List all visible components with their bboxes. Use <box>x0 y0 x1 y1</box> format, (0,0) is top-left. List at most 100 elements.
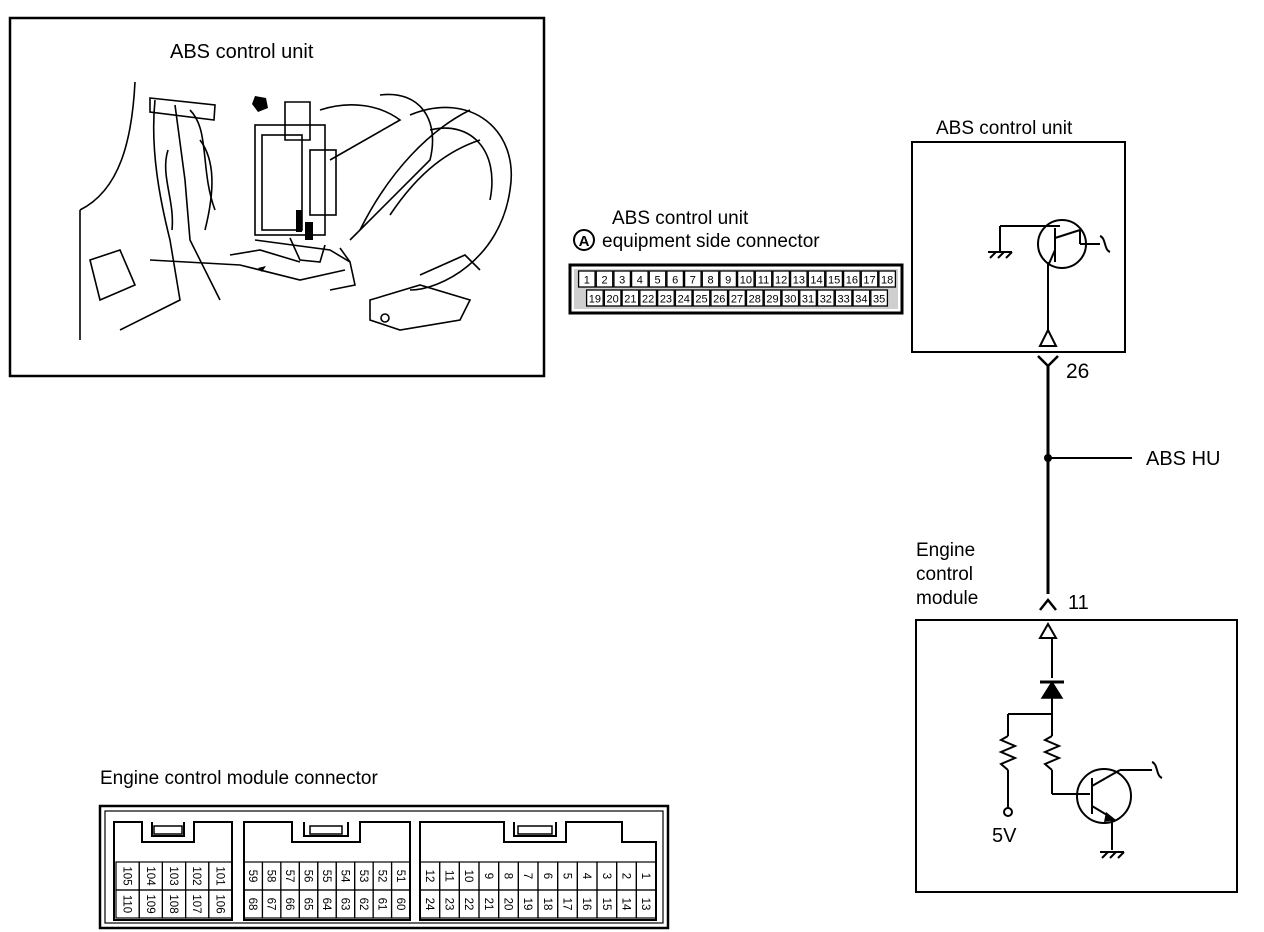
ecm-pin-number: 6 <box>541 873 553 879</box>
ecm-internal-wiring <box>1007 638 1090 808</box>
ecm-pin-number: 21 <box>482 898 494 911</box>
abs-pin-number: 9 <box>725 275 731 287</box>
ecm-pin-number: 18 <box>541 898 553 911</box>
abs-pin-cell <box>745 289 764 307</box>
abs-pin-number: 11 <box>758 275 769 287</box>
abs-pin-cell <box>595 270 614 288</box>
ecm-pin-number: 66 <box>283 898 295 911</box>
abs-pin-number: 8 <box>707 275 713 287</box>
abs-pin-number: 3 <box>619 275 625 287</box>
abs-signal-schematic: ABS control unit 26 ABS HU <box>911 118 1238 893</box>
ecm-pin-number: 14 <box>620 898 632 911</box>
ecm-connector: Engine control module connector 10511010… <box>98 768 670 930</box>
abs-pin-cell <box>613 270 632 288</box>
abs-unit-box <box>911 141 1126 353</box>
abs-pin-number: 24 <box>678 294 690 306</box>
abs-pin-number: 32 <box>820 294 832 306</box>
ecm-pin-number: 19 <box>521 898 533 911</box>
ecm-pin-number: 4 <box>580 873 592 880</box>
abs-pin-number: 4 <box>637 275 643 287</box>
abs-pin-cell <box>754 270 773 288</box>
abs-pin-cell <box>719 270 738 288</box>
ecm-pin-number: 22 <box>462 898 474 911</box>
abs-pin-label: 26 <box>1066 360 1089 383</box>
ecm-pin-number: 63 <box>338 898 350 911</box>
supply-terminal-icon <box>1003 807 1013 817</box>
ecm-pin-number: 54 <box>338 870 350 883</box>
abs-pin-number: 19 <box>589 294 601 306</box>
abs-pin-cell <box>701 270 720 288</box>
abs-pin-cell <box>852 289 871 307</box>
ecm-pin-number: 1 <box>639 873 651 879</box>
abs-pin-cell <box>781 289 800 307</box>
ecm-pin-number: 2 <box>620 873 632 879</box>
illustration-title: ABS control unit <box>170 41 314 63</box>
ecm-pin-number: 7 <box>521 873 533 879</box>
abs-pin-cell <box>577 270 596 288</box>
ecm-pin-number: 110 <box>121 895 133 913</box>
abs-pin-number: 34 <box>855 294 867 306</box>
abs-unit-label: ABS control unit <box>936 118 1073 139</box>
ecm-pin-number: 55 <box>320 870 332 883</box>
ecm-pin-number: 51 <box>394 870 406 883</box>
abs-pin-number: 15 <box>828 275 840 287</box>
ecm-pin-number: 53 <box>357 870 369 883</box>
abs-pin-number: 10 <box>740 275 752 287</box>
ecm-pin-cell <box>390 889 411 919</box>
abs-pin-number: 33 <box>837 294 849 306</box>
ecm-pin-number: 12 <box>423 870 435 883</box>
ecm-label-line3: module <box>916 588 978 609</box>
abs-pin-cell <box>674 289 693 307</box>
ecm-label-line1: Engine <box>916 540 975 561</box>
ecm-pin-number: 64 <box>320 898 332 911</box>
ecm-pin-number: 109 <box>144 894 156 913</box>
abs-pin-cell <box>621 289 640 307</box>
abs-pin-number: 22 <box>642 294 654 306</box>
ecm-ground-icon <box>1100 851 1125 859</box>
diode-icon <box>1040 680 1064 699</box>
abs-pin-cell <box>648 270 667 288</box>
abs-pin-number: 16 <box>846 275 858 287</box>
illustration-linework <box>79 81 513 340</box>
abs-pin-cell <box>585 289 604 307</box>
ecm-pin-number: 13 <box>639 898 651 911</box>
abs-pin-cell <box>860 270 879 288</box>
resistor-right-icon <box>1042 735 1062 771</box>
ecm-connector-inner-frame <box>104 810 664 924</box>
abs-pin-number: 6 <box>672 275 678 287</box>
ecm-pin-number: 20 <box>502 898 514 911</box>
pin-26-connector-icon <box>1037 355 1059 368</box>
ecm-pin-number: 59 <box>246 870 258 883</box>
ecm-pin-number: 58 <box>265 870 277 883</box>
abs-connector-title-line1: ABS control unit <box>612 208 749 229</box>
ecm-pin-cell <box>635 889 657 919</box>
abs-pin-number: 12 <box>775 275 787 287</box>
abs-pin-cell <box>825 270 844 288</box>
abs-pin-number: 14 <box>810 275 822 287</box>
branch-label: ABS HU <box>1146 448 1220 470</box>
abs-pin-cell <box>834 289 853 307</box>
abs-pin-number: 21 <box>624 294 636 306</box>
ecm-pin-number: 8 <box>502 873 514 879</box>
ecm-pin-number: 5 <box>561 873 573 879</box>
ecm-pin-number: 106 <box>213 894 225 913</box>
abs-pin-cell <box>842 270 861 288</box>
abs-pin-number: 1 <box>584 275 590 287</box>
abs-pin-number: 20 <box>607 294 619 306</box>
abs-pin-number: 5 <box>654 275 660 287</box>
abs-pin-number: 28 <box>749 294 761 306</box>
abs-equipment-connector: A ABS control unit equipment side connec… <box>568 208 904 315</box>
ecm-pin-number: 101 <box>213 866 225 885</box>
abs-pin-cell <box>710 289 729 307</box>
connector-marker-circle <box>573 229 595 251</box>
pin-11-connector-icon <box>1039 597 1057 611</box>
ecm-pin-number: 60 <box>394 898 406 911</box>
abs-pin-cell <box>772 270 791 288</box>
abs-transistor <box>999 219 1111 269</box>
